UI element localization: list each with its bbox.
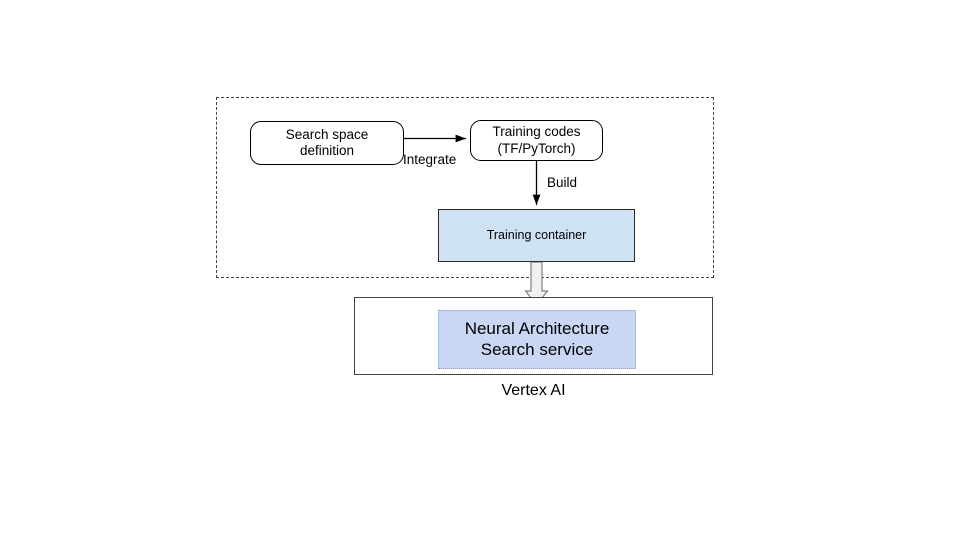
nas-line-1: Neural Architecture bbox=[464, 318, 610, 338]
node-training-codes-label: Training codes (TF/PyTorch) bbox=[492, 124, 580, 157]
node-search-space-definition-label: Search space definition bbox=[286, 127, 369, 160]
search-space-line-2: definition bbox=[299, 143, 355, 158]
nas-line-2: Search service bbox=[480, 339, 594, 359]
node-training-container[interactable]: Training container bbox=[438, 209, 635, 262]
node-search-space-definition[interactable]: Search space definition bbox=[250, 121, 404, 165]
training-codes-line-1: Training codes bbox=[492, 124, 581, 140]
node-training-codes[interactable]: Training codes (TF/PyTorch) bbox=[470, 120, 603, 161]
node-neural-architecture-search-service[interactable]: Neural Architecture Search service bbox=[438, 310, 636, 369]
user-pipeline-group-boundary bbox=[216, 97, 714, 278]
vertex-ai-caption: Vertex AI bbox=[501, 382, 566, 400]
edge-label-build: Build bbox=[547, 175, 578, 190]
training-codes-line-2: (TF/PyTorch) bbox=[497, 140, 576, 156]
edge-label-integrate: Integrate bbox=[403, 152, 457, 167]
node-training-container-label: Training container bbox=[486, 227, 587, 242]
node-nas-label: Neural Architecture Search service bbox=[465, 319, 610, 360]
search-space-line-1: Search space bbox=[285, 126, 369, 142]
